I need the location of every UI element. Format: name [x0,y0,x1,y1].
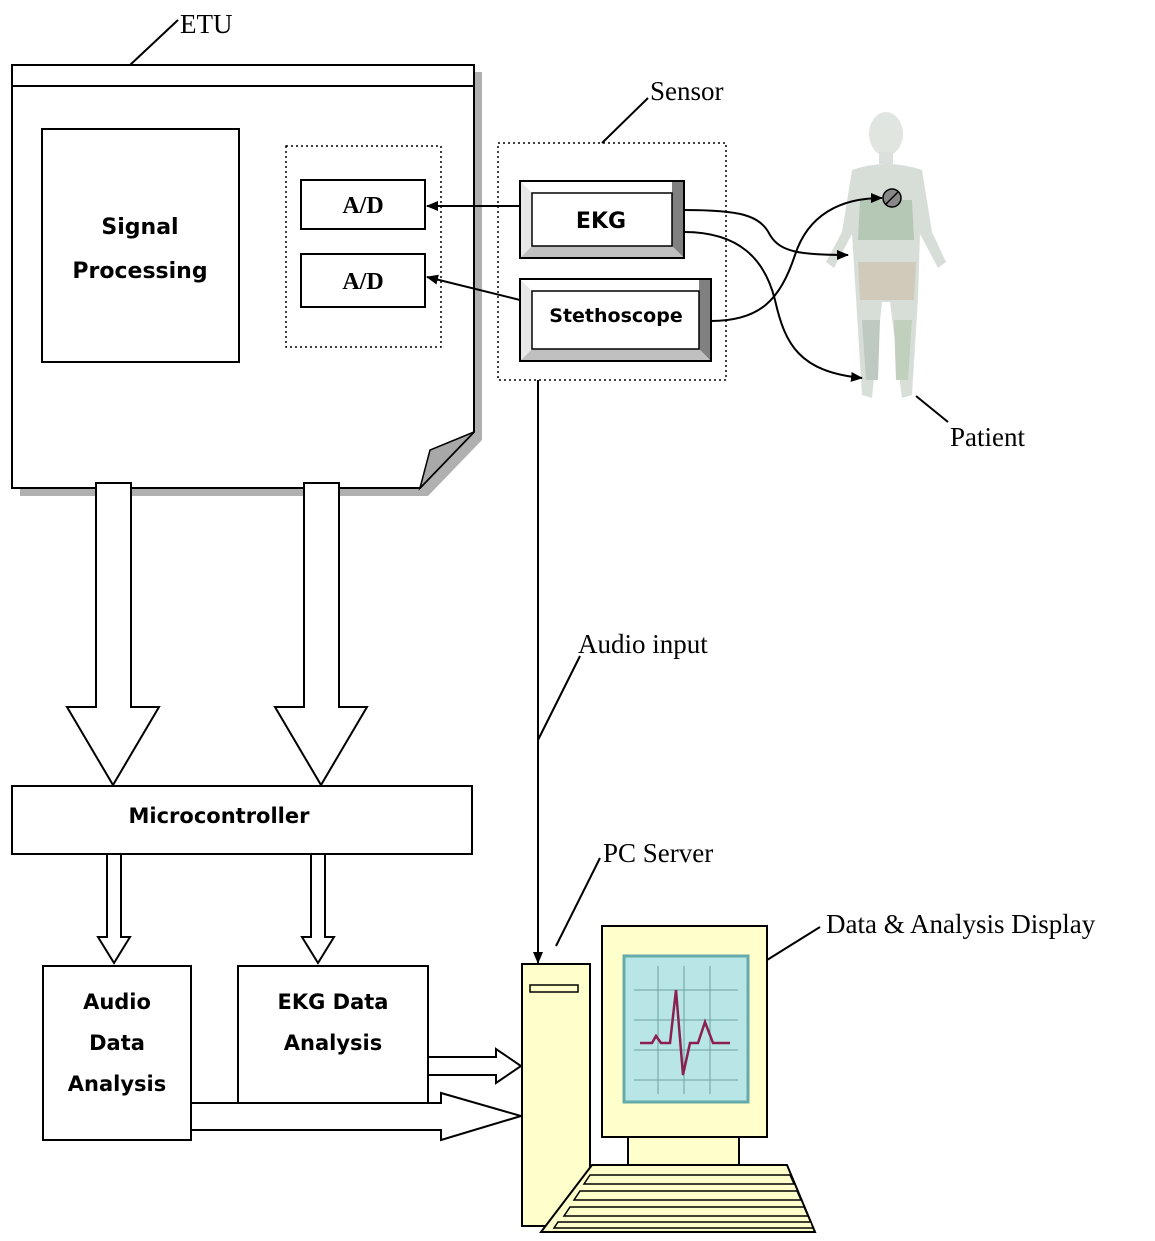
signal-processing-box [41,128,240,363]
ekg-analysis-box [237,965,429,1117]
ecg-trace-icon [640,989,730,1076]
audio-input-leader-line [537,655,581,741]
ekg-label: EKG [576,209,626,234]
signal-processing-label-2: Processing [72,259,207,284]
stethoscope-cable [710,193,883,322]
signal-processing-label-1: Signal [101,215,178,240]
audio-to-pc-arrow [190,1091,525,1142]
ecg-grid [634,966,738,1094]
ekg-cable-2 [683,231,863,382]
ekg-cable-1 [683,209,849,260]
mcu-to-audio-arrow [96,853,132,965]
sensor-leader-line [601,97,649,144]
pc-drive-slot [529,984,579,993]
pc-server-label: PC Server [603,838,713,868]
ad-bottom-label: A/D [342,269,383,295]
stethoscope-box [519,278,712,362]
audio-analysis-box [42,965,192,1141]
audio-analysis-label-1: Audio [83,990,151,1014]
etu-to-mcu-arrow-right [273,482,369,787]
ekg-box [519,180,685,259]
audio-input-label: Audio input [578,629,708,659]
sensor-group [497,142,727,381]
display-label: Data & Analysis Display [826,909,1096,939]
stethoscope-to-ad-arrow [426,274,521,301]
ad-top-label: A/D [342,193,383,219]
display-leader-line [766,926,821,961]
keyboard-icon [538,1164,817,1233]
microcontroller-label: Microcontroller [129,804,311,828]
ekg-analysis-label-2: Analysis [284,1031,382,1055]
mcu-to-ekg-arrow [300,853,336,965]
etu-leader-line [129,19,179,66]
audio-analysis-label-3: Analysis [68,1072,166,1096]
etu-to-mcu-arrow-left [65,482,161,787]
patient-leader-line [915,395,949,423]
ekg-analysis-label-1: EKG Data [278,990,389,1014]
pc-server-leader-line [555,857,601,947]
ad-group [285,145,442,348]
stethoscope-label: Stethoscope [549,305,682,327]
monitor-screen [622,954,750,1104]
patient-label: Patient [950,422,1025,452]
audio-analysis-label-2: Data [89,1031,145,1055]
ad-converter-top [300,179,426,230]
microcontroller-box [11,785,473,855]
sensor-label: Sensor [650,76,724,106]
monitor-stand [627,1136,740,1166]
ad-converter-bottom [300,253,426,308]
patient-figure [826,112,946,398]
etu-label: ETU [180,9,232,39]
ekg-to-pc-arrow [427,1047,523,1085]
